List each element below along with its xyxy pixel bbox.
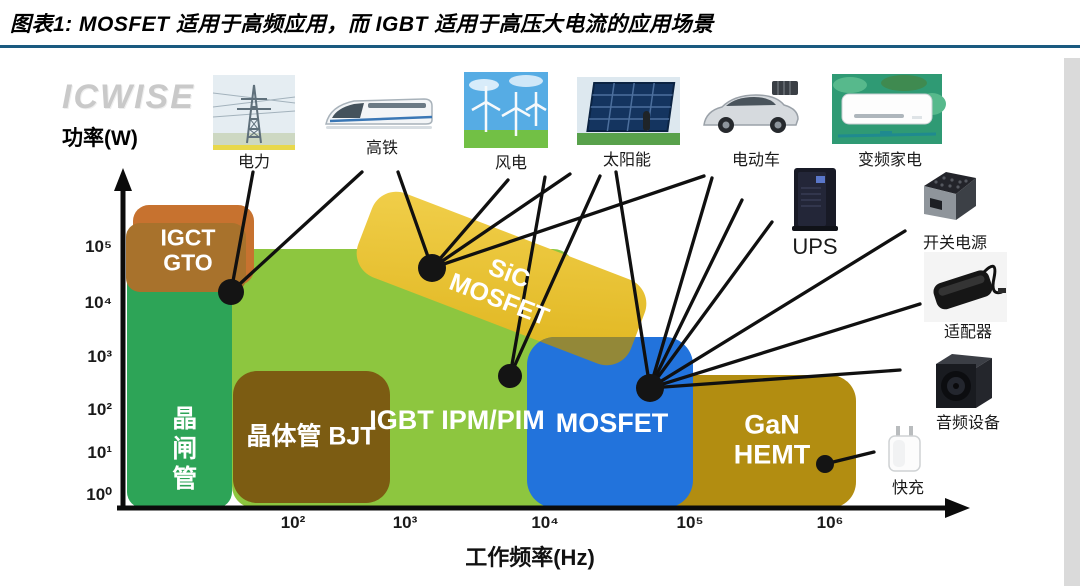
app-label-audio: 音频设备 (935, 415, 1001, 432)
region-label-igbt: IGBT IPM/PIM (369, 405, 545, 436)
region-bjt (233, 371, 390, 503)
icwise-watermark: ICWISE (62, 78, 195, 116)
fast-charger-image (888, 426, 921, 472)
app-label-psu: 开关电源 (922, 235, 988, 252)
y-tick-1e2: 10² (87, 400, 112, 419)
x-tick-1e3: 10³ (392, 513, 418, 532)
y-tick-1e3: 10³ (87, 347, 112, 366)
audio-device-image (936, 354, 992, 408)
app-label-train: 高铁 (365, 140, 399, 157)
region-label-gan-hemt: GaN HEMT (733, 409, 811, 469)
x-axis-label: 工作频率(Hz) (465, 545, 595, 570)
app-label-fast-charge: 快充 (891, 480, 925, 497)
region-label-igct-gto: IGCT GTO (160, 224, 216, 276)
wind-power-image (464, 72, 548, 148)
region-thyristor (127, 247, 232, 508)
x-tick-1e4: 10⁴ (531, 513, 559, 532)
region-label-thyristor: 晶闸管 (168, 405, 197, 495)
inverter-appliance-image (832, 74, 946, 144)
electric-car-image (696, 75, 808, 143)
region-igct-gto (126, 223, 246, 292)
high-speed-train-image (320, 84, 435, 138)
connector-lines (229, 170, 922, 466)
connector-dots (218, 254, 834, 473)
switching-power-supply-image (924, 172, 976, 220)
app-label-wind: 风电 (494, 155, 528, 172)
page-edge-strip (1064, 58, 1080, 586)
app-label-ev: 电动车 (731, 152, 781, 169)
power-adapter-image (924, 252, 1007, 322)
region-sic-mosfet (356, 191, 647, 366)
app-label-solar: 太阳能 (602, 152, 652, 169)
y-axis-label: 功率(W) (62, 127, 138, 150)
y-tick-1e5: 10⁵ (85, 237, 112, 256)
app-label-power-grid: 电力 (237, 154, 271, 171)
x-tick-1e5: 10⁵ (676, 513, 704, 532)
region-label-bjt: 晶体管 BJT (246, 422, 376, 451)
y-tick-1e0: 10⁰ (86, 485, 112, 504)
title-underline (0, 45, 1080, 48)
figure-title: 图表1: MOSFET 适用于高频应用，而 IGBT 适用于高压大电流的应用场景 (10, 13, 714, 36)
app-label-appliance: 变频家电 (857, 152, 923, 169)
y-tick-1e4: 10⁴ (84, 293, 112, 312)
solar-panel-image (577, 77, 680, 145)
x-tick-1e6: 10⁶ (816, 513, 844, 532)
y-axis-arrow (114, 168, 132, 191)
region-label-mosfet: MOSFET (555, 408, 669, 439)
app-label-adapter: 适配器 (943, 324, 993, 341)
ups-image (792, 168, 838, 231)
app-label-ups: UPS (792, 234, 838, 259)
power-grid-image (212, 75, 296, 150)
x-axis-arrow (945, 498, 970, 518)
y-tick-1e1: 10¹ (87, 443, 112, 462)
axes (117, 186, 948, 511)
x-tick-1e2: 10² (280, 513, 306, 532)
region-gan-hemt (659, 375, 856, 508)
